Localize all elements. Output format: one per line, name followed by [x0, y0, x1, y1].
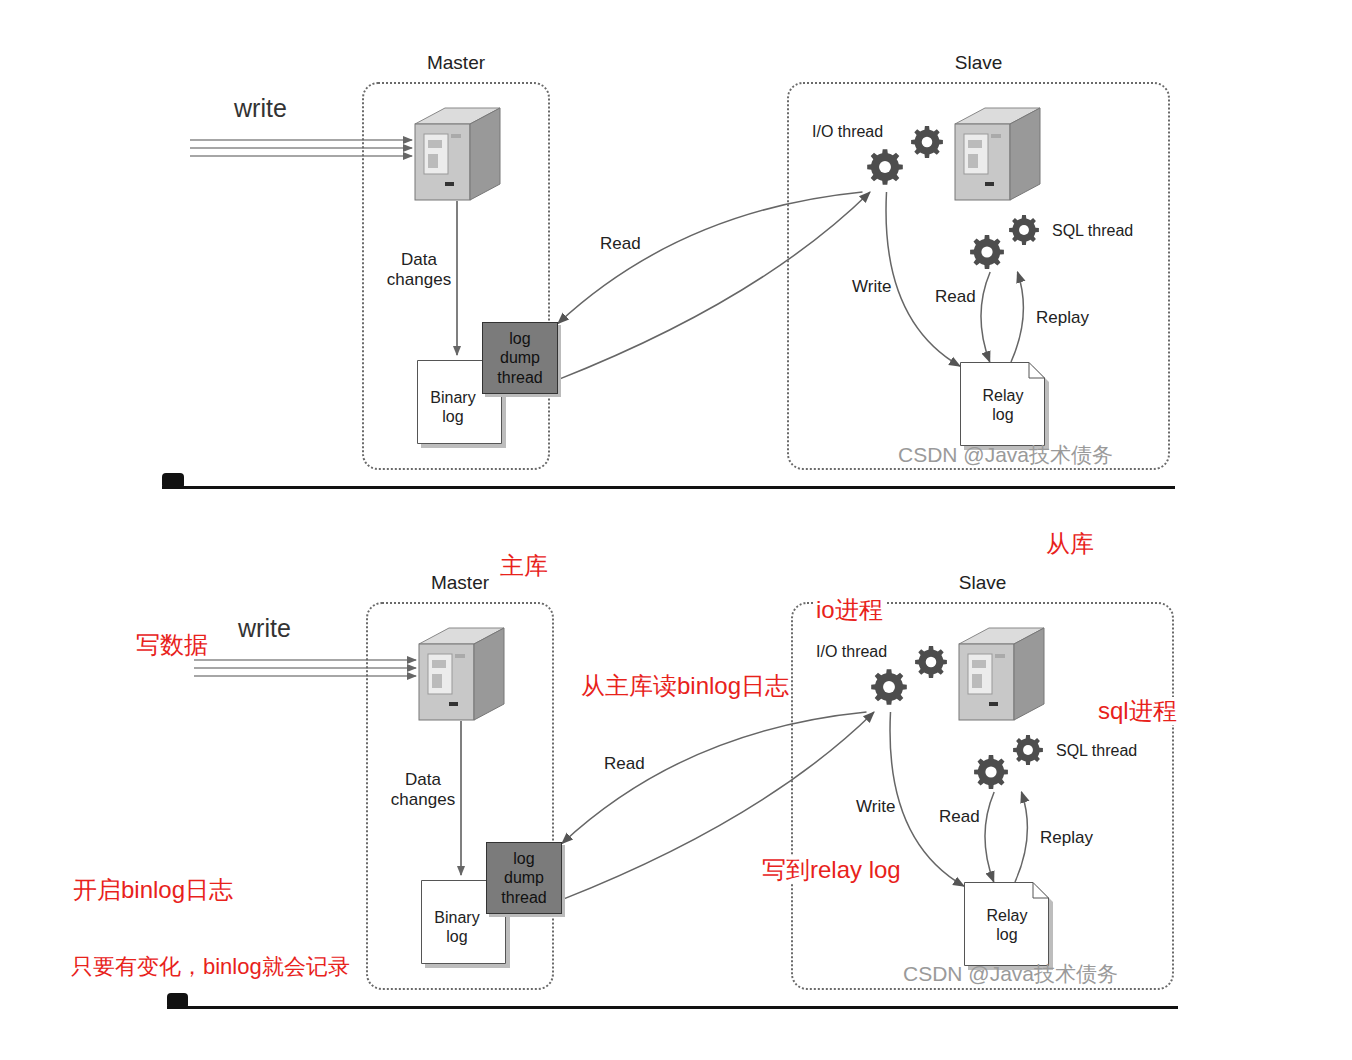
- flow-arrow: [558, 192, 870, 380]
- edge-label: Read: [933, 287, 978, 307]
- edge-label: Read: [598, 234, 643, 254]
- flow-arrow: [1011, 272, 1023, 362]
- document-fold: [1033, 883, 1049, 899]
- server-region: SlaveI/O threadSQL threadRelay log: [787, 82, 1170, 470]
- thread-label: log dump thread: [489, 329, 551, 387]
- annotation: 主库: [498, 552, 550, 580]
- annotation: sql进程: [1096, 697, 1179, 725]
- watermark: CSDN @Java技术债务: [901, 962, 1120, 986]
- gear-hole: [879, 161, 891, 173]
- document-label: Relay log: [976, 906, 1038, 944]
- annotation: 写数据: [134, 631, 210, 659]
- edge-label: Replay: [1034, 308, 1091, 328]
- gear-hole: [1023, 745, 1033, 755]
- thread-label: SQL thread: [1050, 221, 1135, 240]
- gear: [867, 149, 903, 185]
- region-heading: Slave: [789, 52, 1168, 74]
- write-arrows: [190, 140, 416, 676]
- gear-hole: [883, 681, 895, 693]
- gear-hole: [981, 246, 992, 257]
- annotation: 开启binlog日志: [71, 876, 235, 904]
- flow-arrow: [1015, 792, 1027, 882]
- flow-arrow: [562, 712, 867, 843]
- thread-box: log dump thread: [486, 842, 562, 914]
- data-change-arrow: [457, 201, 461, 875]
- document-label: Relay log: [972, 386, 1034, 424]
- annotation: 从主库读binlog日志: [579, 672, 791, 700]
- region-heading: Master: [364, 52, 548, 74]
- gear: [911, 126, 943, 158]
- gear-hole: [985, 766, 996, 777]
- thread-label: SQL thread: [1054, 741, 1139, 760]
- gear-hole: [922, 137, 933, 148]
- text-label: write: [232, 94, 289, 123]
- annotation: 写到relay log: [760, 856, 903, 884]
- thread-label: I/O thread: [810, 122, 885, 141]
- document-outline: [960, 362, 1049, 450]
- document-outline: [964, 882, 1053, 970]
- flow-arrow: [886, 192, 960, 366]
- text-label: write: [236, 614, 293, 643]
- text-label: Data changes: [381, 250, 457, 289]
- watermark: CSDN @Java技术债务: [896, 443, 1115, 467]
- separator-line: [162, 473, 1178, 1009]
- document-fold: [1029, 363, 1045, 379]
- gear-hole: [926, 657, 937, 668]
- edge-label: Write: [854, 797, 897, 817]
- gear: [871, 669, 907, 705]
- thread-label: log dump thread: [493, 849, 555, 907]
- document-label: Binary log: [429, 908, 485, 946]
- flow-arrow: [981, 272, 990, 362]
- log-document: Relay log: [964, 882, 1049, 966]
- gear: [970, 235, 1004, 269]
- server-region: SlaveI/O threadSQL threadRelay log: [791, 602, 1174, 990]
- thread-gears: SQL thread: [957, 207, 1152, 272]
- gear: [1009, 215, 1039, 245]
- gear: [1013, 735, 1043, 765]
- document-label: Binary log: [425, 388, 481, 426]
- document-shape: [961, 363, 1045, 446]
- annotation: io进程: [814, 596, 885, 624]
- thread-gears: I/O thread: [807, 117, 957, 192]
- edge-label: Read: [937, 807, 982, 827]
- edge-label: Read: [602, 754, 647, 774]
- thread-label: I/O thread: [814, 642, 889, 661]
- document-shape: [965, 883, 1049, 966]
- annotation: 从库: [1044, 530, 1096, 558]
- gear: [974, 755, 1008, 789]
- thread-gears: SQL thread: [961, 727, 1156, 792]
- server-icon: [415, 108, 1044, 720]
- thread-gears: I/O thread: [811, 637, 961, 712]
- gear-hole: [1019, 225, 1029, 235]
- annotation: 只要有变化，binlog就会记录: [69, 954, 352, 979]
- edge-label: Replay: [1038, 828, 1095, 848]
- region-heading: Slave: [793, 572, 1172, 594]
- edge-label: Write: [850, 277, 893, 297]
- flow-arrow: [985, 792, 994, 882]
- text-label: Data changes: [385, 770, 461, 809]
- log-document: Relay log: [960, 362, 1045, 446]
- gear: [915, 646, 947, 678]
- flow-arrow: [558, 192, 863, 323]
- thread-box: log dump thread: [482, 322, 558, 394]
